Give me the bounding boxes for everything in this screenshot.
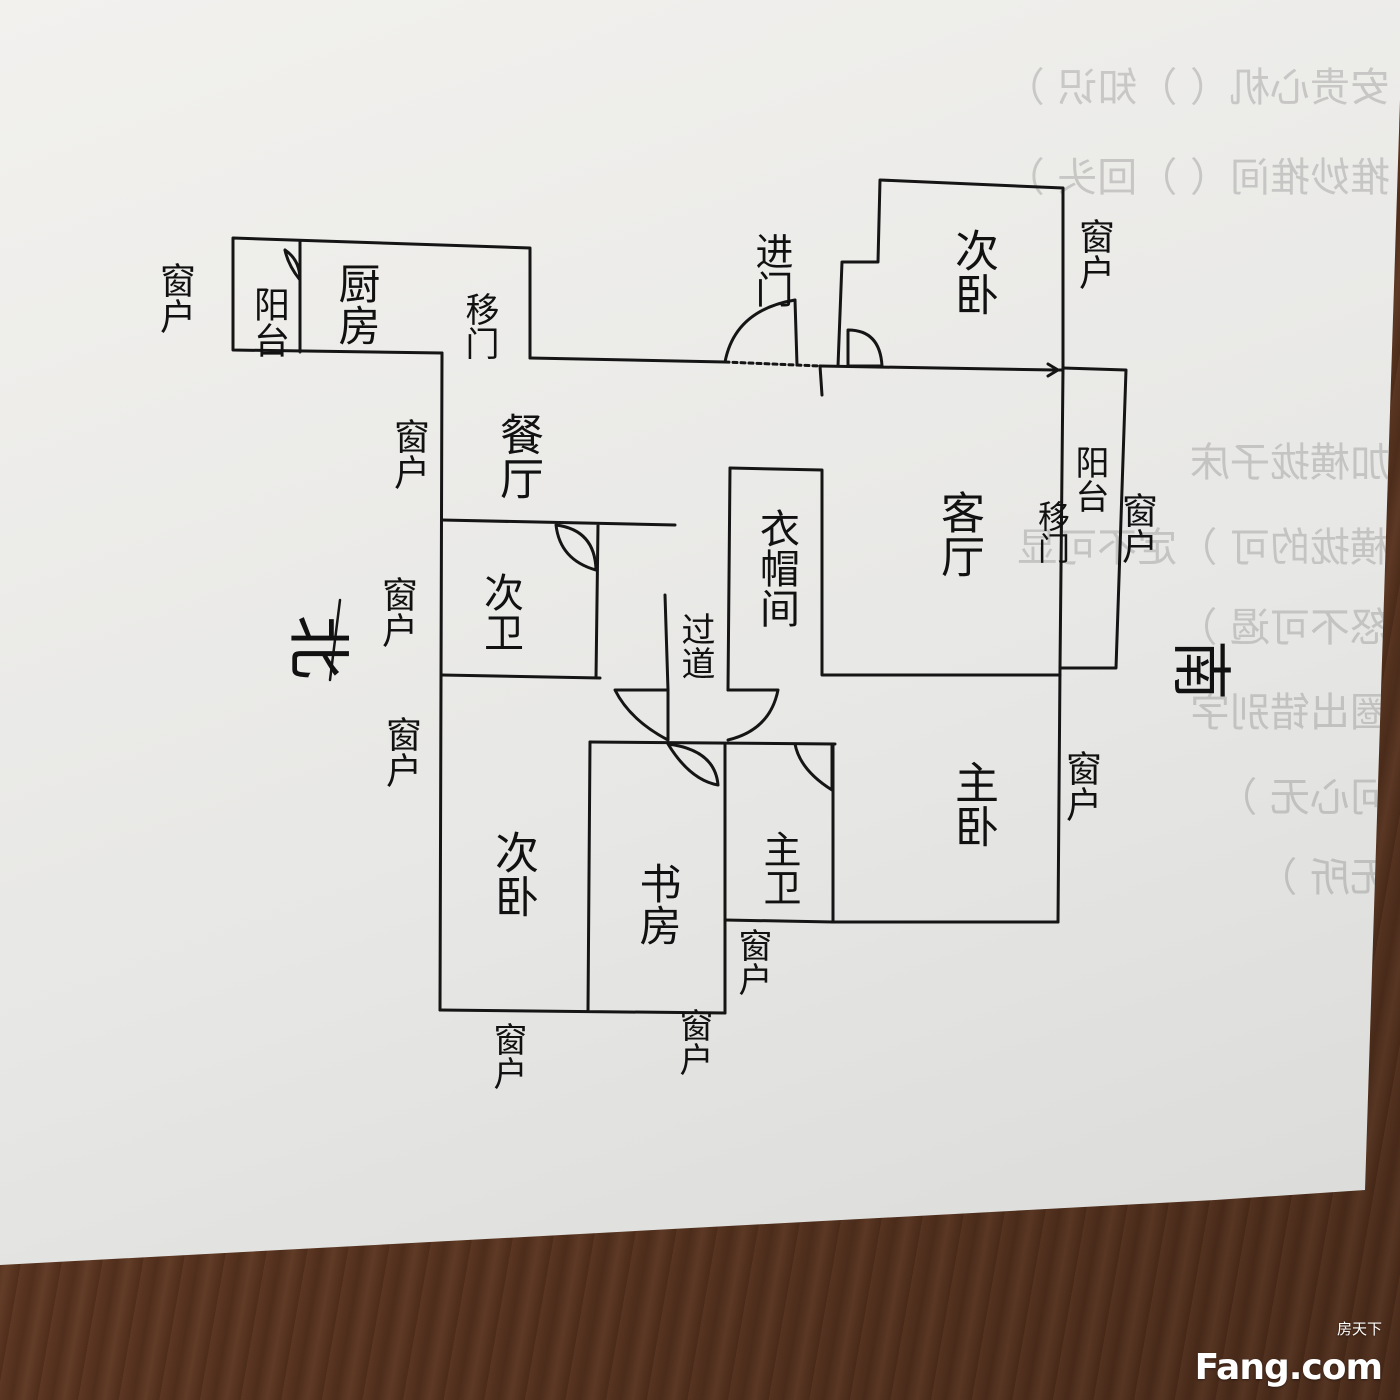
- dining-west-wall: [438, 351, 444, 1012]
- corridor-walls: [663, 466, 732, 692]
- room-label-second-bedroom-top: 次卧: [947, 228, 998, 316]
- window-label: 窗户: [380, 716, 421, 788]
- master-bathroom-door-arc: [793, 742, 834, 792]
- room-label-master-bathroom: 主卫: [757, 830, 801, 906]
- second-bathroom-walls: [440, 518, 677, 680]
- room-label-kitchen: 厨房: [332, 262, 381, 346]
- fang-watermark: 房天下 Fang.com: [1194, 1318, 1383, 1388]
- north-marker-line: [328, 598, 342, 682]
- room-label-sliding-door-top: 移门: [459, 292, 499, 360]
- study-door-arc: [666, 742, 720, 787]
- entrance-wall-stub: [818, 364, 824, 397]
- room-label-cloakroom: 衣帽间: [753, 508, 799, 628]
- corridor-wall-top: [528, 356, 727, 364]
- room-label-study: 书房: [633, 862, 682, 946]
- corridor-door-arcs: [613, 688, 780, 742]
- corridor-bottom-wall: [588, 740, 837, 746]
- room-label-living-room: 客厅: [933, 490, 984, 578]
- room-label-balcony-kitchen: 阳台: [248, 286, 289, 358]
- room-label-sliding-door-living: 移门: [1033, 500, 1071, 564]
- arrow-mark: [1046, 362, 1060, 378]
- window-label: 窗户: [732, 928, 772, 996]
- room-label-master-bedroom: 主卧: [947, 760, 998, 848]
- room-label-entrance-door: 进门: [749, 232, 793, 308]
- room-label-corridor: 过道: [675, 612, 715, 680]
- direction-south: 南: [1165, 640, 1235, 700]
- window-label: 窗户: [673, 1008, 713, 1076]
- window-label: 窗户: [154, 262, 195, 334]
- window-label: 窗户: [487, 1022, 527, 1090]
- second-bedroom-bottom-walls: [438, 740, 727, 1015]
- living-balcony-walls: [1058, 366, 1128, 670]
- window-label: 窗户: [376, 576, 417, 648]
- room-label-dining-room: 餐厅: [492, 412, 543, 500]
- second-bedroom-door-arc: [846, 328, 884, 368]
- watermark-brand: Fang.com: [1194, 1347, 1383, 1388]
- room-label-second-bathroom: 次卫: [477, 572, 523, 652]
- window-label: 窗户: [388, 418, 429, 490]
- entrance-door-arc: [723, 298, 797, 364]
- window-label: 窗户: [1060, 750, 1101, 822]
- living-east-wall: [1056, 368, 1065, 924]
- watermark-chinese: 房天下: [1336, 1320, 1382, 1338]
- cloakroom-walls: [728, 466, 1062, 677]
- room-label-second-bedroom-bottom: 次卧: [487, 830, 538, 918]
- window-label: 窗户: [1073, 218, 1114, 290]
- second-bathroom-door-arc: [554, 523, 598, 572]
- window-label: 窗户: [1116, 492, 1157, 564]
- direction-north: 北: [280, 615, 354, 679]
- corridor-wall-top-2: [723, 360, 822, 368]
- balcony-door-arc: [283, 248, 302, 282]
- room-label-balcony-living: 阳台: [1069, 445, 1109, 513]
- entrance-door-leaf: [793, 298, 799, 367]
